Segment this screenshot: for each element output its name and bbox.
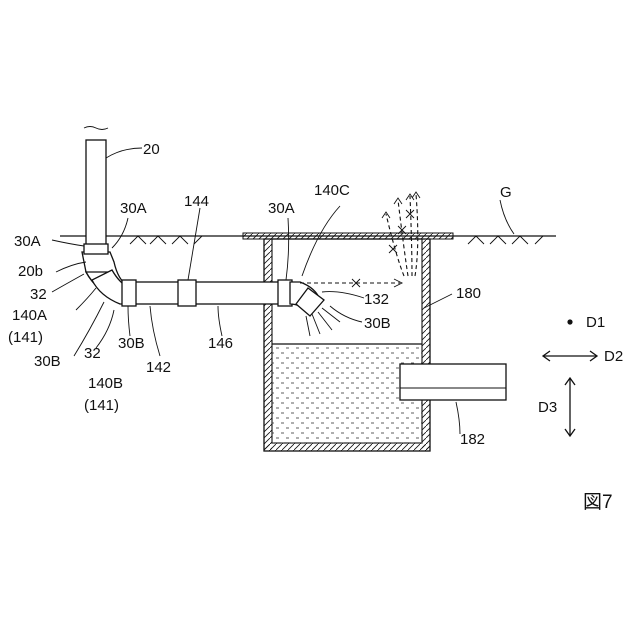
label-d3: D3 [538, 399, 557, 416]
coupling-144 [178, 280, 196, 306]
label-140b: 140B [88, 375, 123, 392]
label-132: 132 [364, 291, 389, 308]
tank-lid [243, 233, 453, 239]
direction-symbols [543, 319, 597, 436]
d1-dot [567, 319, 572, 324]
label-pipe-20: 20 [143, 141, 160, 158]
horizontal-pipe-146 [122, 280, 292, 306]
coupling-30b-mid [122, 280, 136, 306]
label-182: 182 [460, 431, 485, 448]
label-144: 144 [184, 193, 209, 210]
label-30b-mid: 30B [118, 335, 145, 352]
label-146: 146 [208, 335, 233, 352]
label-141-a: (141) [8, 329, 43, 346]
label-140a: 140A [12, 307, 47, 324]
label-ground-g: G [500, 184, 512, 201]
tank-180 [264, 239, 430, 451]
outlet-pipe-182 [400, 364, 506, 400]
nozzle-140c [290, 282, 324, 316]
label-180: 180 [456, 285, 481, 302]
label-d1: D1 [586, 314, 605, 331]
figure-label: 図7 [583, 492, 613, 513]
vertical-pipe-20 [84, 127, 108, 253]
label-d2: D2 [604, 348, 623, 365]
label-30a-right: 30A [268, 200, 295, 217]
label-142: 142 [146, 359, 171, 376]
label-32-lower: 32 [84, 345, 101, 362]
label-32-upper: 32 [30, 286, 47, 303]
label-30a-left: 30A [14, 233, 41, 250]
label-30b-left: 30B [34, 353, 61, 370]
label-30a-upper: 30A [120, 200, 147, 217]
label-20b: 20b [18, 263, 43, 280]
label-30b-right: 30B [364, 315, 391, 332]
label-140c: 140C [314, 182, 350, 199]
coupling-30a-left [84, 244, 108, 254]
label-141-b: (141) [84, 397, 119, 414]
